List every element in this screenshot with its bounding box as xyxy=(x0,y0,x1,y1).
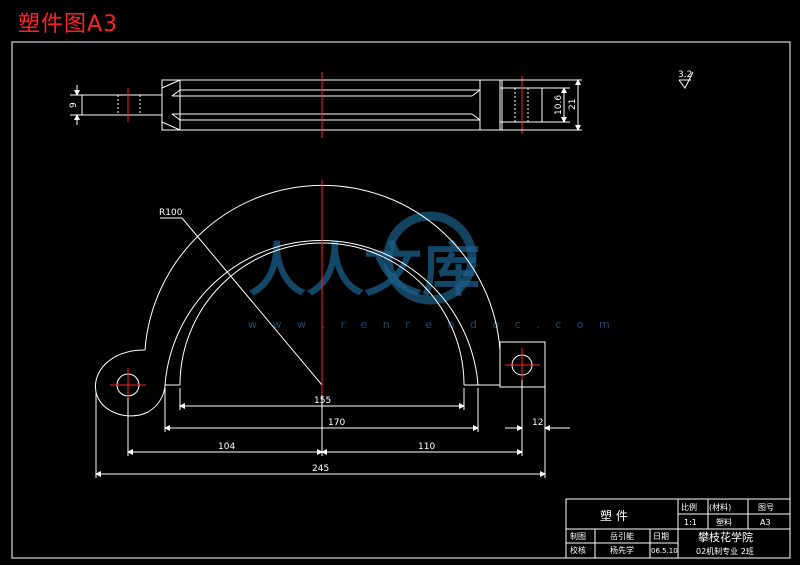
title-block-class: 02机制专业 2班 xyxy=(696,546,754,556)
watermark: 人人文库 w w w . r e n r e n d o c . c o m xyxy=(248,211,616,331)
title-block-part-name: 塑 件 xyxy=(600,508,628,523)
title-block-material-value: 塑料 xyxy=(716,517,732,527)
surface-roughness-symbol xyxy=(678,71,694,89)
title-block-scale-label: 比例 xyxy=(681,502,697,512)
title-block-drawn-name: 岳引能 xyxy=(610,531,634,541)
dim-155-label: 155 xyxy=(314,396,331,406)
title-block-checked-name: 杨先学 xyxy=(610,545,634,555)
title-block xyxy=(565,498,791,559)
title-block-material-label: (材料) xyxy=(709,502,731,512)
title-block-school: 攀枝花学院 xyxy=(698,530,753,544)
drawing-title: 塑件图A3 xyxy=(18,12,119,37)
dim-170-label: 170 xyxy=(328,418,345,428)
watermark-logo-icon xyxy=(383,211,477,305)
title-block-drawing-no-label: 图号 xyxy=(758,503,774,512)
drawing-frame xyxy=(11,41,791,559)
title-block-date-value: 06.5.10 xyxy=(651,547,678,555)
dim-9-label: 9 xyxy=(69,102,79,108)
title-block-drawn-label: 制图 xyxy=(570,531,586,541)
radius-label: R100 xyxy=(159,208,183,218)
watermark-url: w w w . r e n r e n d o c . c o m xyxy=(248,318,616,331)
top-view-centerlines xyxy=(127,72,523,138)
title-block-drawing-no-value: A3 xyxy=(760,518,771,527)
top-view xyxy=(81,79,543,131)
title-block-checked-label: 校核 xyxy=(570,545,586,555)
dim-245-label: 245 xyxy=(312,464,329,474)
front-view-dimensions xyxy=(95,380,570,478)
title-block-scale-value: 1:1 xyxy=(684,518,697,527)
surface-roughness-label: 3.2 xyxy=(678,70,692,80)
dim-21-label: 21 xyxy=(568,99,578,110)
top-view-dimensions xyxy=(70,79,582,131)
dim-110-label: 110 xyxy=(418,442,435,452)
dim-10-6-label: 10.6 xyxy=(554,95,564,115)
dim-104-label: 104 xyxy=(218,442,235,452)
front-view-centerlines xyxy=(110,180,540,402)
dim-12-label: 12 xyxy=(532,418,543,428)
title-block-date-label: 日期 xyxy=(653,532,669,541)
